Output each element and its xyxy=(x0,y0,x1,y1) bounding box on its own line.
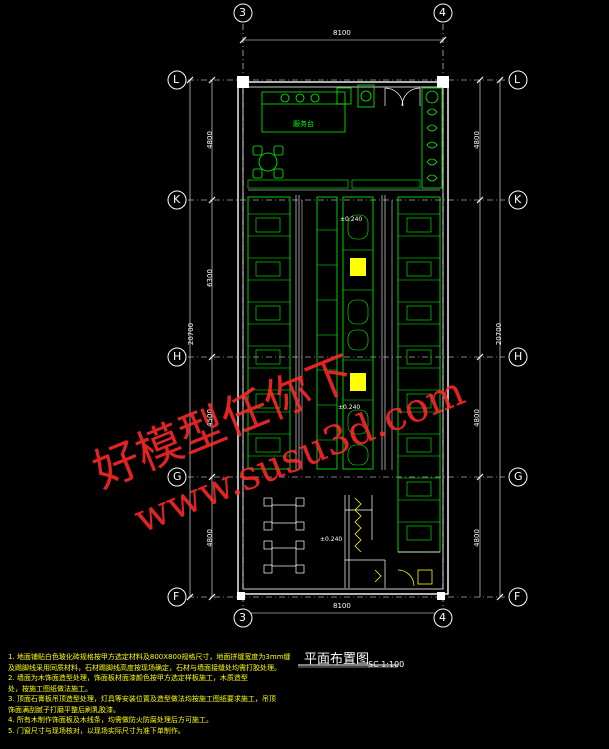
booth-dimension-ticks xyxy=(248,189,440,470)
dining-tables-lower xyxy=(263,497,305,574)
axis-label-bottom-3: 3 xyxy=(239,611,246,624)
stair-hatching xyxy=(354,497,433,587)
note-line: 2. 墙面为木饰面造型处理，饰面板材面漆颜色按甲方选定样板施工，木质造型 xyxy=(8,674,248,682)
dim-right-total: 20700 xyxy=(495,322,504,346)
axis-label-right-K: K xyxy=(514,193,522,206)
round-table-set xyxy=(252,145,284,179)
note-line: 3. 顶面石膏板吊顶造型处理，灯具等安装位置及造型做法均按施工图纸要求施工，吊顶 xyxy=(8,695,276,703)
note-line: 及踢脚线采用同质材料，石材踢脚线高度按现场确定，石材与墙面接缝处均需打胶处理。 xyxy=(8,663,281,672)
axis-label-left-H: H xyxy=(173,350,182,363)
axis-label-right-H: H xyxy=(514,350,523,363)
exterior-walls xyxy=(237,81,449,595)
axis-label-bottom-4: 4 xyxy=(439,611,446,624)
axis-label-left-F: F xyxy=(173,590,180,603)
booths-left xyxy=(247,196,291,470)
dim-right-seg-2: 4800 xyxy=(472,409,481,427)
dim-right-seg-3: 4800 xyxy=(472,529,481,547)
construction-notes: 1. 地面铺贴白色玻化砖规格按甲方选定材料及800X800规格尺寸，地面拼缝宽度… xyxy=(8,652,290,736)
dim-bottom-8100: 8100 xyxy=(333,602,351,610)
dim-left-total: 20700 xyxy=(187,322,196,346)
dimension-lines xyxy=(186,36,504,617)
level-mark-3: ±0.240 xyxy=(320,536,343,543)
planter-strip xyxy=(421,87,443,189)
axis-label-right-F: F xyxy=(514,590,521,603)
service-counter xyxy=(261,84,375,133)
booths-right xyxy=(397,196,441,553)
axis-label-right-L: L xyxy=(514,73,521,86)
partition-left xyxy=(295,195,300,470)
axis-label-left-G: G xyxy=(173,470,182,483)
partition-right xyxy=(381,195,386,470)
note-line: 5. 门窗尺寸与现场核对，以现场实际尺寸为准下单制作。 xyxy=(8,726,185,735)
note-line: 处，按施工图纸做法施工。 xyxy=(8,684,92,693)
title-underline xyxy=(298,664,398,668)
axis-label-left-L: L xyxy=(173,73,180,86)
axis-bubbles xyxy=(167,3,528,628)
level-mark-1: ±0.240 xyxy=(340,216,363,223)
kitchen-walls xyxy=(344,495,440,588)
note-line: 4. 所有木制作饰面板及木线条，均需做防火防腐处理后方可施工。 xyxy=(8,716,213,724)
room-label-service-desk: 服务台 xyxy=(293,120,314,128)
dim-right-seg-1: 4800 xyxy=(472,131,481,149)
note-line: 1. 地面铺贴白色玻化砖规格按甲方选定材料及800X800规格尺寸，地面拼缝宽度… xyxy=(8,653,290,661)
booths-middle xyxy=(316,196,374,470)
axis-label-left-K: K xyxy=(173,193,181,206)
axis-grid-lines xyxy=(188,24,505,625)
axis-label-top-4: 4 xyxy=(439,6,446,19)
drawing-title: 平面布置图 xyxy=(304,652,370,667)
dim-left-seg-2: 6300 xyxy=(205,269,214,287)
axis-label-right-G: G xyxy=(514,470,523,483)
note-line: 饰面满刮腻子打磨平整后刷乳胶漆。 xyxy=(8,705,120,714)
axis-label-top-3: 3 xyxy=(239,6,246,19)
dim-left-seg-1: 4800 xyxy=(205,131,214,149)
fixture-accents xyxy=(350,258,366,391)
entrance-doors xyxy=(384,87,421,107)
dim-left-seg-4: 4800 xyxy=(205,529,214,547)
dim-top-8100: 8100 xyxy=(333,29,351,37)
level-mark-2: ±0.240 xyxy=(338,404,361,411)
structural-columns xyxy=(237,76,449,600)
booth-header-row xyxy=(247,179,421,189)
